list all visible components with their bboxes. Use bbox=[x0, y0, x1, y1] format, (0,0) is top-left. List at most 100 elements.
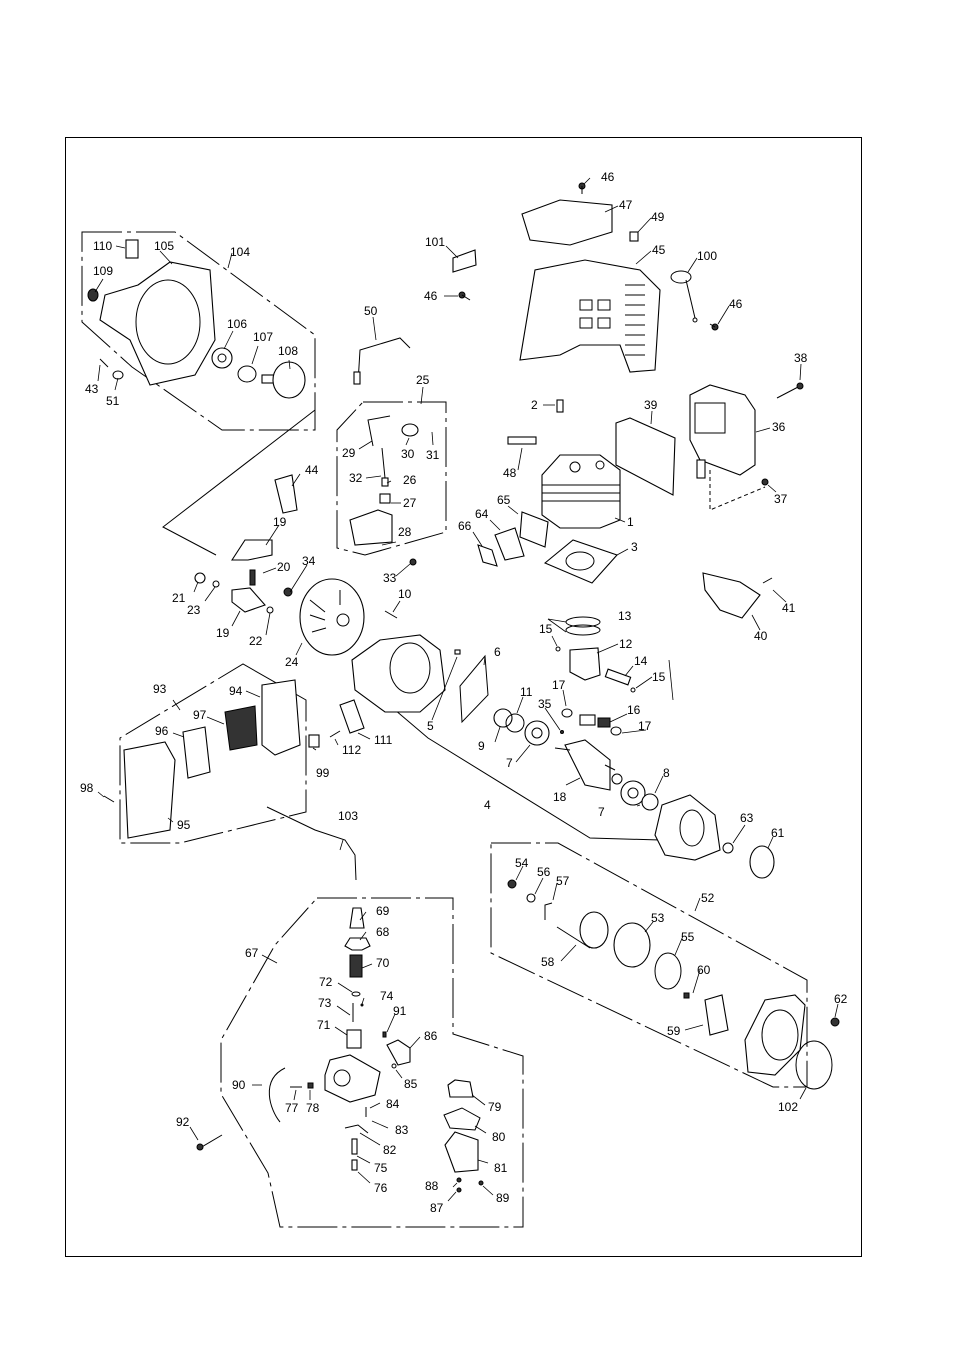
label-104[interactable]: 104 bbox=[230, 245, 250, 259]
label-11[interactable]: 11 bbox=[520, 685, 533, 699]
label-97[interactable]: 97 bbox=[193, 708, 207, 722]
label-112[interactable]: 112 bbox=[342, 743, 361, 757]
label-102[interactable]: 102 bbox=[778, 1100, 798, 1114]
label-17-left[interactable]: 17 bbox=[552, 678, 566, 692]
label-67[interactable]: 67 bbox=[245, 946, 259, 960]
label-61[interactable]: 61 bbox=[771, 826, 785, 840]
label-14[interactable]: 14 bbox=[634, 654, 648, 668]
label-29[interactable]: 29 bbox=[342, 446, 356, 460]
label-24[interactable]: 24 bbox=[285, 655, 299, 669]
label-18[interactable]: 18 bbox=[553, 790, 567, 804]
label-60[interactable]: 60 bbox=[697, 963, 711, 977]
label-9[interactable]: 9 bbox=[478, 739, 485, 753]
label-79[interactable]: 79 bbox=[488, 1100, 502, 1114]
label-86[interactable]: 86 bbox=[424, 1029, 438, 1043]
label-103[interactable]: 103 bbox=[338, 809, 358, 823]
label-57[interactable]: 57 bbox=[556, 874, 570, 888]
label-93[interactable]: 93 bbox=[153, 682, 167, 696]
label-81[interactable]: 81 bbox=[494, 1161, 508, 1175]
label-28[interactable]: 28 bbox=[398, 525, 412, 539]
label-34[interactable]: 34 bbox=[302, 554, 316, 568]
label-106[interactable]: 106 bbox=[227, 317, 247, 331]
label-100[interactable]: 100 bbox=[697, 249, 717, 263]
label-3[interactable]: 3 bbox=[631, 540, 638, 554]
label-62[interactable]: 62 bbox=[834, 992, 848, 1006]
label-108[interactable]: 108 bbox=[278, 344, 298, 358]
label-12[interactable]: 12 bbox=[619, 637, 633, 651]
label-87[interactable]: 87 bbox=[430, 1201, 444, 1215]
label-25[interactable]: 25 bbox=[416, 373, 430, 387]
label-96[interactable]: 96 bbox=[155, 724, 169, 738]
label-109[interactable]: 109 bbox=[93, 264, 113, 278]
label-88[interactable]: 88 bbox=[425, 1179, 439, 1193]
label-26[interactable]: 26 bbox=[403, 473, 417, 487]
label-52[interactable]: 52 bbox=[701, 891, 715, 905]
label-92[interactable]: 92 bbox=[176, 1115, 190, 1129]
label-20[interactable]: 20 bbox=[277, 560, 291, 574]
label-27[interactable]: 27 bbox=[403, 496, 417, 510]
label-48[interactable]: 48 bbox=[503, 466, 517, 480]
label-68[interactable]: 68 bbox=[376, 925, 390, 939]
label-99[interactable]: 99 bbox=[316, 766, 330, 780]
label-1[interactable]: 1 bbox=[627, 515, 634, 529]
label-2[interactable]: 2 bbox=[531, 398, 538, 412]
label-16[interactable]: 16 bbox=[627, 703, 641, 717]
label-38[interactable]: 38 bbox=[794, 351, 808, 365]
label-50[interactable]: 50 bbox=[364, 304, 378, 318]
label-70[interactable]: 70 bbox=[376, 956, 390, 970]
label-111[interactable]: 111 bbox=[374, 733, 393, 747]
label-95[interactable]: 95 bbox=[177, 818, 191, 832]
label-83[interactable]: 83 bbox=[395, 1123, 409, 1137]
label-59[interactable]: 59 bbox=[667, 1024, 681, 1038]
label-74[interactable]: 74 bbox=[380, 989, 394, 1003]
label-32[interactable]: 32 bbox=[349, 471, 363, 485]
label-71[interactable]: 71 bbox=[317, 1018, 331, 1032]
label-41[interactable]: 41 bbox=[782, 601, 796, 615]
label-54[interactable]: 54 bbox=[515, 856, 529, 870]
label-78[interactable]: 78 bbox=[306, 1101, 320, 1115]
label-33[interactable]: 33 bbox=[383, 571, 397, 585]
label-65[interactable]: 65 bbox=[497, 493, 511, 507]
label-19-bottom[interactable]: 19 bbox=[216, 626, 230, 640]
label-47[interactable]: 47 bbox=[619, 198, 633, 212]
label-101[interactable]: 101 bbox=[425, 235, 445, 249]
label-76[interactable]: 76 bbox=[374, 1181, 388, 1195]
label-107[interactable]: 107 bbox=[253, 330, 273, 344]
label-58[interactable]: 58 bbox=[541, 955, 555, 969]
label-55[interactable]: 55 bbox=[681, 930, 695, 944]
label-5[interactable]: 5 bbox=[427, 719, 434, 733]
label-46-top[interactable]: 46 bbox=[601, 170, 615, 184]
label-77[interactable]: 77 bbox=[285, 1101, 299, 1115]
label-19-top[interactable]: 19 bbox=[273, 515, 287, 529]
label-31[interactable]: 31 bbox=[426, 448, 440, 462]
label-94[interactable]: 94 bbox=[229, 684, 243, 698]
label-85[interactable]: 85 bbox=[404, 1077, 418, 1091]
label-8[interactable]: 8 bbox=[663, 766, 670, 780]
label-15-left[interactable]: 15 bbox=[539, 622, 553, 636]
label-82[interactable]: 82 bbox=[383, 1143, 397, 1157]
label-4[interactable]: 4 bbox=[484, 798, 491, 812]
label-98[interactable]: 98 bbox=[80, 781, 94, 795]
label-13[interactable]: 13 bbox=[618, 609, 632, 623]
label-40[interactable]: 40 bbox=[754, 629, 768, 643]
label-46-left[interactable]: 46 bbox=[424, 289, 438, 303]
label-73[interactable]: 73 bbox=[318, 996, 332, 1010]
label-23[interactable]: 23 bbox=[187, 603, 201, 617]
label-63[interactable]: 63 bbox=[740, 811, 754, 825]
label-90[interactable]: 90 bbox=[232, 1078, 246, 1092]
label-21[interactable]: 21 bbox=[172, 591, 186, 605]
label-56[interactable]: 56 bbox=[537, 865, 551, 879]
label-30[interactable]: 30 bbox=[401, 447, 415, 461]
label-72[interactable]: 72 bbox=[319, 975, 333, 989]
label-51[interactable]: 51 bbox=[106, 394, 120, 408]
label-43[interactable]: 43 bbox=[85, 382, 99, 396]
label-37[interactable]: 37 bbox=[774, 492, 788, 506]
label-44[interactable]: 44 bbox=[305, 463, 319, 477]
label-15-right[interactable]: 15 bbox=[652, 670, 666, 684]
label-80[interactable]: 80 bbox=[492, 1130, 506, 1144]
label-75[interactable]: 75 bbox=[374, 1161, 388, 1175]
label-39[interactable]: 39 bbox=[644, 398, 658, 412]
label-110[interactable]: 110 bbox=[93, 239, 112, 253]
label-22[interactable]: 22 bbox=[249, 634, 263, 648]
label-69[interactable]: 69 bbox=[376, 904, 390, 918]
